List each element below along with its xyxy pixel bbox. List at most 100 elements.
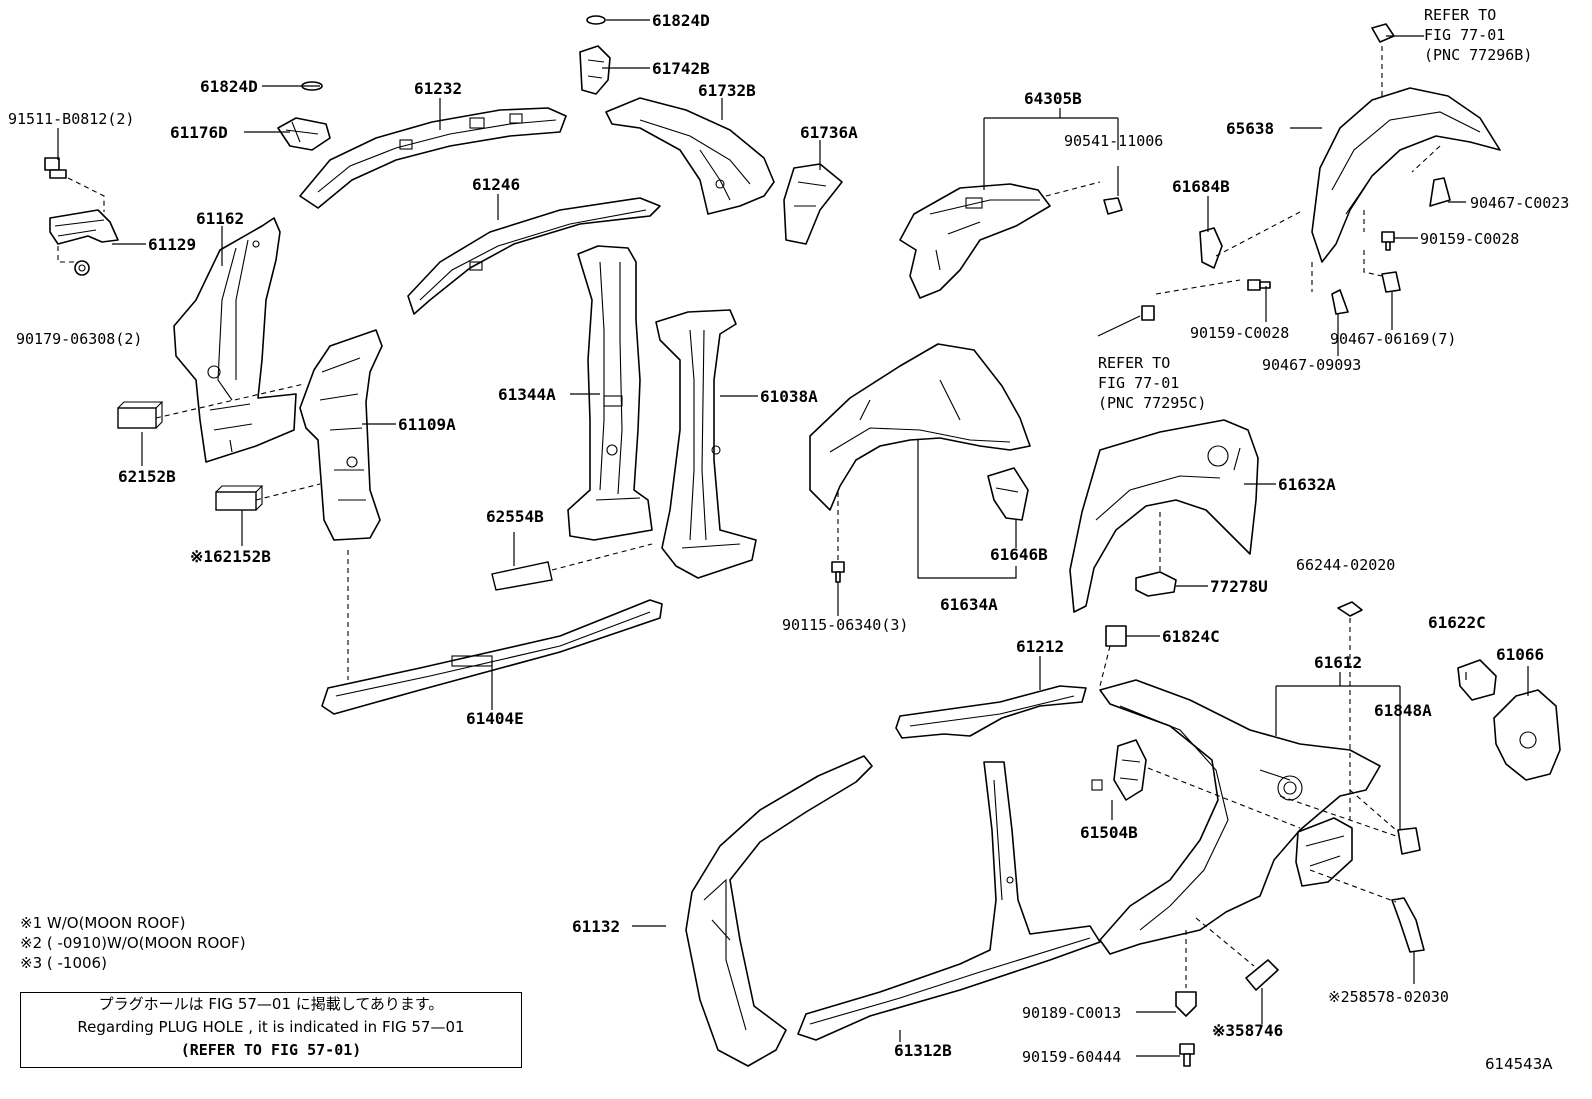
label-61176D: 61176D bbox=[170, 123, 228, 142]
label-90159-C0028-right: 90159-C0028 bbox=[1420, 230, 1519, 248]
part-labels: 61824D 61742B 61824D 61232 61732B 61736A… bbox=[8, 6, 1569, 1066]
part-61232[interactable] bbox=[299, 107, 567, 209]
part-61344A[interactable] bbox=[567, 245, 653, 541]
label-61066: 61066 bbox=[1496, 645, 1544, 664]
part-61612[interactable] bbox=[1099, 679, 1381, 955]
label-61612: 61612 bbox=[1314, 653, 1362, 672]
clip-refer-77295C[interactable] bbox=[1141, 305, 1155, 321]
label-90189: 90189-C0013 bbox=[1022, 1004, 1121, 1022]
part-61684B[interactable] bbox=[1199, 227, 1223, 269]
label-61632A: 61632A bbox=[1278, 475, 1336, 494]
part-64305B[interactable] bbox=[899, 183, 1051, 299]
label-61684B: 61684B bbox=[1172, 177, 1230, 196]
clip-90467-09093[interactable] bbox=[1331, 289, 1349, 315]
plug-hole-note-box: プラグホールは FIG 57—01 に掲載してあります。 Regarding P… bbox=[20, 992, 522, 1068]
label-61634A: 61634A bbox=[940, 595, 998, 614]
part-77278U[interactable] bbox=[1135, 571, 1177, 597]
label-90179: 90179-06308(2) bbox=[16, 330, 142, 348]
label-90159-60444: 90159-60444 bbox=[1022, 1048, 1121, 1066]
part-61504B[interactable] bbox=[1091, 739, 1147, 801]
label-61246: 61246 bbox=[472, 175, 520, 194]
part-61634A[interactable] bbox=[809, 343, 1031, 511]
label-61312B: 61312B bbox=[894, 1041, 952, 1060]
label-65638: 65638 bbox=[1226, 119, 1274, 138]
label-61824C: 61824C bbox=[1162, 627, 1220, 646]
label-61212: 61212 bbox=[1016, 637, 1064, 656]
bolt-90115[interactable] bbox=[831, 561, 845, 583]
plug-note-refer: (REFER TO FIG 57-01) bbox=[180, 1041, 362, 1059]
part-61312B[interactable] bbox=[797, 761, 1101, 1041]
refer-top-line1: REFER TO bbox=[1424, 6, 1496, 24]
note-3: ※3 ( -1006) bbox=[20, 954, 107, 972]
pad-62152B-alt[interactable] bbox=[215, 485, 264, 511]
part-61824C[interactable] bbox=[1105, 625, 1127, 647]
nut-90179[interactable] bbox=[74, 260, 90, 276]
clip-refer-77296B[interactable] bbox=[1371, 23, 1395, 43]
refer-mid-line1: REFER TO bbox=[1098, 354, 1170, 372]
label-61162: 61162 bbox=[196, 209, 244, 228]
label-61646B: 61646B bbox=[990, 545, 1048, 564]
bolt-90159-left[interactable] bbox=[1247, 279, 1271, 291]
label-58746: ※358746 bbox=[1212, 1021, 1283, 1040]
label-61038A: 61038A bbox=[760, 387, 818, 406]
bolt-90159-right[interactable] bbox=[1381, 231, 1395, 251]
label-66244: 66244-02020 bbox=[1296, 556, 1395, 574]
bolt-91511[interactable] bbox=[44, 157, 67, 179]
note-2: ※2 ( -0910)W/O(MOON ROOF) bbox=[20, 934, 246, 952]
part-61632A[interactable] bbox=[1069, 419, 1259, 613]
label-61129: 61129 bbox=[148, 235, 196, 254]
label-91511: 91511-B0812(2) bbox=[8, 110, 134, 128]
clip-90467-06169[interactable] bbox=[1381, 271, 1401, 293]
part-58746[interactable] bbox=[1245, 959, 1279, 991]
label-62152B: 62152B bbox=[118, 467, 176, 486]
label-64305B: 64305B bbox=[1024, 89, 1082, 108]
label-58578: ※258578-02030 bbox=[1328, 988, 1449, 1006]
label-62152B-alt: ※162152B bbox=[190, 547, 271, 566]
part-61129[interactable] bbox=[49, 209, 119, 245]
label-61824D-top: 61824D bbox=[652, 11, 710, 30]
part-61162[interactable] bbox=[173, 217, 297, 463]
refer-mid-line2: FIG 77-01 bbox=[1098, 374, 1179, 392]
part-61246[interactable] bbox=[407, 197, 661, 315]
part-61736A[interactable] bbox=[783, 163, 843, 245]
part-66244[interactable] bbox=[1337, 601, 1363, 617]
note-1: ※1 W/O(MOON ROOF) bbox=[20, 914, 185, 932]
part-61066[interactable] bbox=[1493, 689, 1561, 781]
part-58578[interactable] bbox=[1391, 897, 1425, 953]
part-61732B[interactable] bbox=[605, 97, 775, 215]
part-61212[interactable] bbox=[895, 685, 1087, 739]
label-61732B: 61732B bbox=[698, 81, 756, 100]
label-61404E: 61404E bbox=[466, 709, 524, 728]
label-90467-09093: 90467-09093 bbox=[1262, 356, 1361, 374]
part-61132[interactable] bbox=[685, 755, 873, 1067]
label-61848A: 61848A bbox=[1374, 701, 1432, 720]
refer-mid-line3: (PNC 77295C) bbox=[1098, 394, 1206, 412]
label-90467-C0023: 90467-C0023 bbox=[1470, 194, 1569, 212]
part-61646B[interactable] bbox=[987, 467, 1029, 521]
clip-90189[interactable] bbox=[1175, 991, 1197, 1017]
part-61109A[interactable] bbox=[299, 329, 383, 541]
part-61176D[interactable] bbox=[277, 117, 331, 151]
bolt-90159-60444[interactable] bbox=[1179, 1043, 1195, 1067]
pad-62152B[interactable] bbox=[117, 401, 164, 429]
bracket-rear[interactable] bbox=[1295, 817, 1353, 887]
part-61404E[interactable] bbox=[321, 599, 663, 715]
part-65638[interactable] bbox=[1311, 87, 1501, 263]
label-90159-C0028-left: 90159-C0028 bbox=[1190, 324, 1289, 342]
pad-62554B[interactable] bbox=[491, 561, 553, 591]
plug-note-japanese: プラグホールは FIG 57—01 に掲載してあります。 bbox=[98, 995, 444, 1013]
part-61038A[interactable] bbox=[655, 309, 757, 579]
clip-90541[interactable] bbox=[1103, 197, 1123, 215]
label-61109A: 61109A bbox=[398, 415, 456, 434]
part-61848A[interactable] bbox=[1397, 827, 1421, 855]
refer-top-line3: (PNC 77296B) bbox=[1424, 46, 1532, 64]
clip-90467-C0023[interactable] bbox=[1429, 177, 1451, 207]
label-61622C: 61622C bbox=[1428, 613, 1486, 632]
label-61344A: 61344A bbox=[498, 385, 556, 404]
part-61622C[interactable] bbox=[1457, 659, 1497, 701]
label-90467-06169: 90467-06169(7) bbox=[1330, 330, 1456, 348]
part-61824D-top[interactable] bbox=[586, 15, 606, 25]
label-61742B: 61742B bbox=[652, 59, 710, 78]
part-61742B[interactable] bbox=[579, 45, 611, 95]
